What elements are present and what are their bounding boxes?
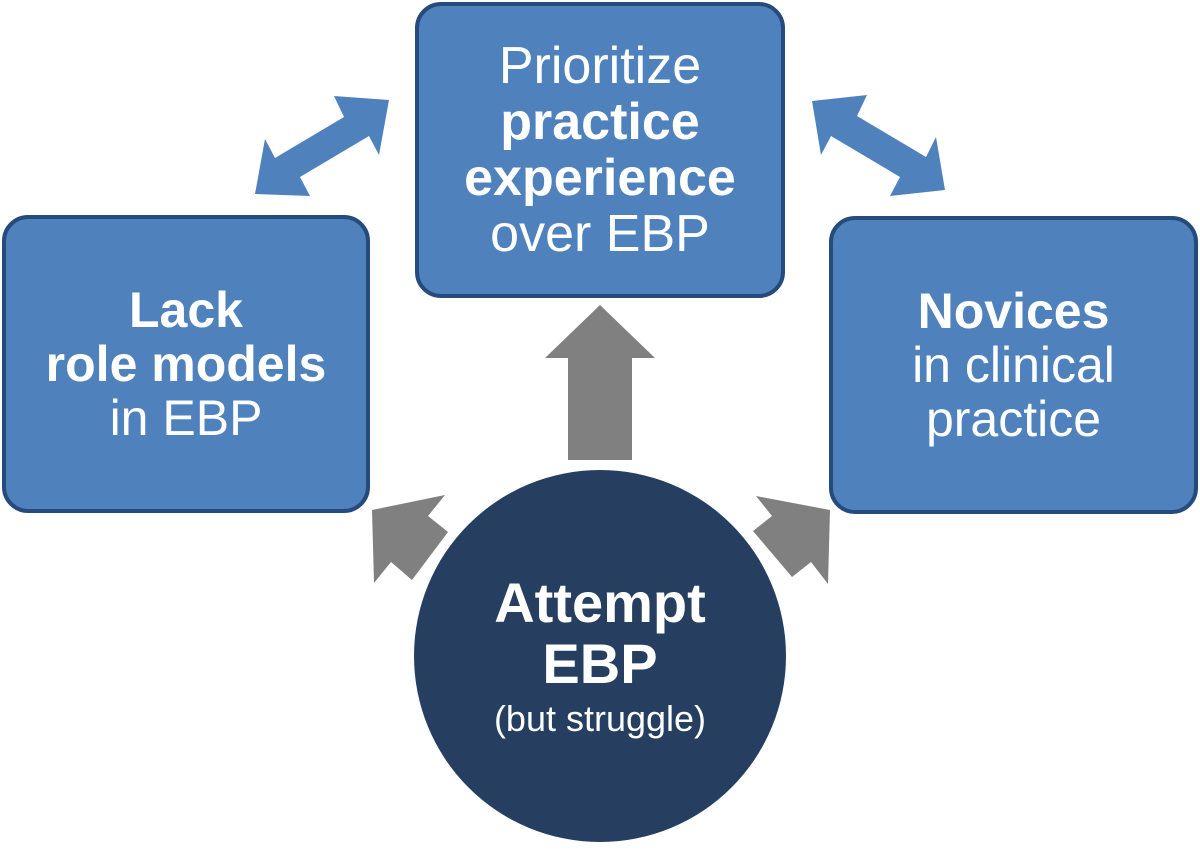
node-lack-role-models: Lack role models in EBP (2, 215, 370, 513)
node-novices: Novices in clinical practice (829, 216, 1198, 514)
node-top-line-3: experience (464, 149, 736, 207)
arrow-center-right (753, 496, 830, 584)
node-top-line-1: Prioritize (498, 36, 702, 95)
node-right-line-3: practice (925, 391, 1102, 447)
node-attempt-ebp: Attempt EBP (but struggle) (414, 470, 786, 842)
double-arrow-left-top (255, 96, 389, 196)
node-left-line-3: in EBP (109, 390, 263, 446)
node-top-line-4: over EBP (490, 205, 710, 264)
node-prioritize-practice: Prioritize practice experience over EBP (415, 2, 785, 298)
up-arrow-center-top (545, 305, 655, 460)
node-left-line-2: role models (45, 336, 327, 392)
double-arrow-top-right (812, 95, 945, 196)
node-center-line-1: Attempt (494, 571, 706, 635)
node-top-line-2: practice (500, 92, 700, 151)
node-center-line-2: EBP (542, 631, 658, 695)
node-right-line-1: Novices (917, 283, 1110, 339)
node-center-line-3: (but struggle) (493, 698, 707, 740)
node-right-line-2: in clinical (912, 337, 1115, 393)
node-left-line-1: Lack (129, 282, 243, 338)
arrow-center-left (372, 495, 448, 583)
